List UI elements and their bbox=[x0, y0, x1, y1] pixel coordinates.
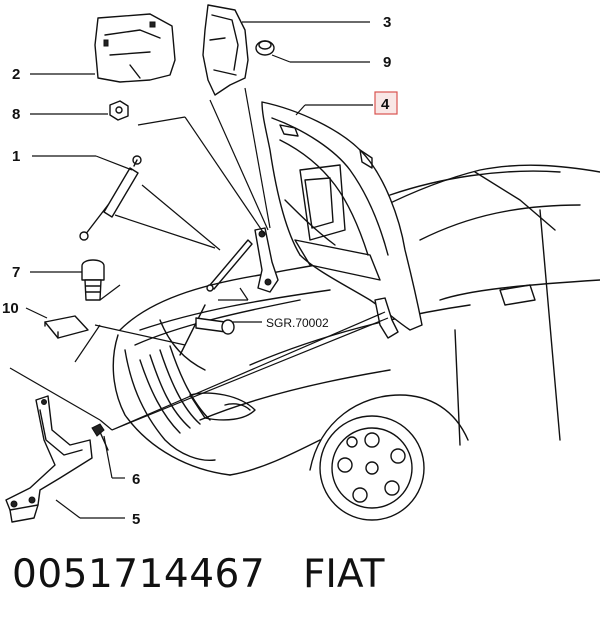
part-9-grommet bbox=[255, 40, 275, 56]
callout-10: 10 bbox=[2, 300, 19, 317]
callout-5: 5 bbox=[132, 511, 140, 528]
hood-panel bbox=[261, 101, 423, 331]
callout-9: 9 bbox=[383, 54, 391, 71]
part-number: 0051714467 bbox=[12, 552, 266, 597]
callout-6: 6 bbox=[132, 471, 140, 488]
callout-3: 3 bbox=[383, 14, 391, 31]
callout-1: 1 bbox=[12, 148, 20, 165]
part-3-panel bbox=[202, 4, 249, 96]
wheel-holes bbox=[337, 432, 406, 503]
callout-4-highlight-box bbox=[374, 91, 398, 115]
exploded-parts-diagram: 2 8 1 7 10 3 9 4 6 5 SGR.70002 bbox=[2, 4, 600, 528]
callout-4: 4 bbox=[381, 96, 390, 113]
leader-lines bbox=[9, 21, 389, 519]
reference-pin bbox=[195, 317, 235, 335]
callout-8: 8 bbox=[12, 106, 20, 123]
callout-7: 7 bbox=[12, 264, 20, 281]
part-5-hinge bbox=[5, 395, 93, 523]
brand-name: FIAT bbox=[303, 552, 385, 597]
part-1-gas-strut bbox=[79, 155, 142, 241]
reference-code-label: SGR.70002 bbox=[266, 316, 329, 330]
part-10-pad bbox=[44, 315, 89, 339]
callout-2: 2 bbox=[12, 66, 20, 83]
part-8-nut bbox=[109, 100, 129, 121]
part-2-bracket bbox=[94, 13, 176, 83]
part-7-bump-stop bbox=[81, 259, 105, 301]
